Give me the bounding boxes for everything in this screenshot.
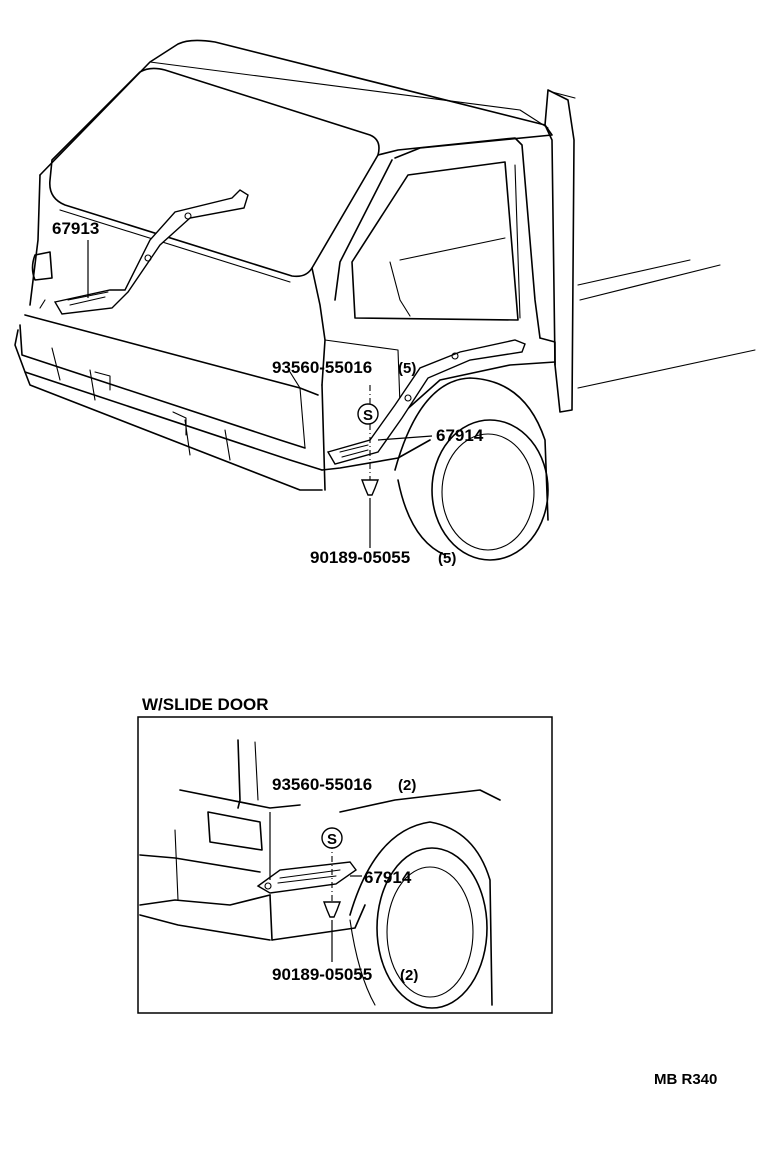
inset-label-90189-qty: (2) — [400, 967, 418, 984]
label-90189: 90189-05055 — [310, 548, 410, 567]
cab-illustration — [14, 39, 756, 561]
inset-label-67914: 67914 — [364, 868, 412, 887]
inset-frame — [137, 716, 553, 1014]
inset-part-67914 — [256, 861, 357, 894]
inset-label-93560: 93560-55016 — [272, 775, 372, 794]
diagram-code: MB R340 — [654, 1071, 717, 1088]
s-mark-text: S — [363, 407, 373, 424]
inset-label-90189: 90189-05055 — [272, 965, 372, 984]
label-67914: 67914 — [436, 426, 484, 445]
label-93560-qty: (5) — [398, 360, 416, 377]
part-67913-moulding — [53, 189, 249, 315]
leader-67914 — [377, 435, 433, 441]
clip-90189-inset — [322, 901, 342, 918]
inset-label-93560-qty: (2) — [398, 777, 416, 794]
s-mark-text-inset: S — [327, 831, 337, 848]
label-93560: 93560-55016 — [272, 358, 372, 377]
label-67913: 67913 — [52, 219, 99, 238]
s-mark-inset: S — [321, 827, 343, 849]
s-mark-main: S — [357, 403, 379, 425]
clip-90189-main — [360, 479, 380, 496]
label-90189-qty: (5) — [438, 550, 456, 567]
part-67914-step-garnish — [326, 339, 526, 465]
inset-cab-illustration — [139, 739, 501, 1009]
inset-title: W/SLIDE DOOR — [142, 695, 269, 714]
